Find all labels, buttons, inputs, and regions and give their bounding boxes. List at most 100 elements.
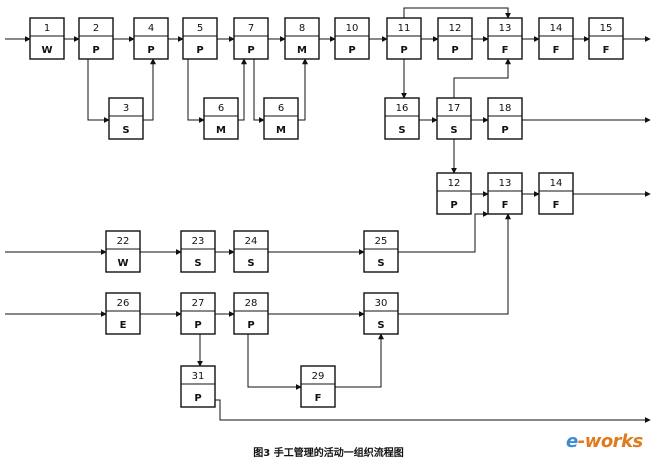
node-type: P [450,200,457,211]
node-box [436,97,472,140]
node-number: 12 [449,23,462,34]
node-box [384,97,420,140]
node-number: 7 [248,23,254,34]
node-box [29,17,65,60]
node-4-p: 4P [133,17,169,60]
node-box [78,17,114,60]
node-type: P [501,125,508,136]
node-number: 13 [499,178,512,189]
node-number: 14 [550,23,563,34]
node-14-f: 14F [538,17,574,60]
node-number: 26 [117,298,130,309]
node-number: 27 [192,298,205,309]
node-box [588,17,624,60]
node-number: 25 [375,236,388,247]
node-12-p: 12P [436,172,472,215]
node-15-f: 15F [588,17,624,60]
node-31-p: 31P [180,365,216,408]
node-type: F [553,200,560,211]
node-type: W [41,45,52,56]
node-type: P [194,320,201,331]
node-number: 17 [448,103,461,114]
node-number: 16 [396,103,409,114]
node-12-p: 12P [437,17,473,60]
node-25-s: 25S [363,230,399,273]
node-6-m: 6M [263,97,299,140]
node-type: S [194,258,201,269]
node-box [203,97,239,140]
flow-arrow [335,333,384,388]
node-2-p: 2P [78,17,114,60]
node-6-m: 6M [203,97,239,140]
node-number: 13 [499,23,512,34]
node-24-s: 24S [233,230,269,273]
node-box [538,17,574,60]
node-type: F [502,200,509,211]
node-box [180,292,216,335]
flow-arrow [298,58,308,121]
node-number: 28 [245,298,258,309]
node-5-p: 5P [182,17,218,60]
node-box [487,97,523,140]
figure-caption: 图3 手工管理的活动一组织流程图 [253,448,404,459]
node-22-w: 22W [105,230,141,273]
node-type: S [247,258,254,269]
node-type: P [92,45,99,56]
node-type: E [120,320,127,331]
node-number: 18 [499,103,512,114]
node-number: 23 [192,236,205,247]
node-27-p: 27P [180,292,216,335]
node-box [105,292,141,335]
node-number: 2 [93,23,99,34]
node-type: W [117,258,128,269]
node-box [180,365,216,408]
node-box [180,230,216,273]
flow-arrow [453,58,511,98]
node-number: 29 [312,371,325,382]
node-type: S [450,125,457,136]
node-number: 8 [299,23,305,34]
node-type: P [147,45,154,56]
node-23-s: 23S [180,230,216,273]
node-26-e: 26E [105,292,141,335]
node-box [105,230,141,273]
node-number: 12 [448,178,461,189]
node-box [233,17,269,60]
node-type: F [502,45,509,56]
flow-arrow [87,59,110,123]
node-type: P [196,45,203,56]
node-number: 24 [245,236,258,247]
node-18-p: 18P [487,97,523,140]
flow-arrow [398,213,511,315]
node-number: 14 [550,178,563,189]
node-number: 30 [375,298,388,309]
node-type: M [297,45,307,56]
node-type: F [603,45,610,56]
node-8-m: 8M [284,17,320,60]
flow-arrow [247,334,302,390]
flow-arrow [398,211,489,253]
node-3-s: 3S [108,97,144,140]
node-number: 4 [148,23,154,34]
node-box [108,97,144,140]
node-11-p: 11P [386,17,422,60]
flow-arrow [253,59,265,123]
node-10-p: 10P [334,17,370,60]
flow-arrow [215,399,651,423]
node-number: 10 [346,23,359,34]
node-type: S [377,258,384,269]
node-number: 5 [197,23,203,34]
node-type: S [377,320,384,331]
node-type: S [398,125,405,136]
node-29-f: 29F [300,365,336,408]
node-box [300,365,336,408]
node-type: P [247,320,254,331]
node-type: P [247,45,254,56]
node-box [284,17,320,60]
node-17-s: 17S [436,97,472,140]
node-number: 6 [278,103,284,114]
node-number: 3 [123,103,129,114]
node-box [487,172,523,215]
node-14-f: 14F [538,172,574,215]
